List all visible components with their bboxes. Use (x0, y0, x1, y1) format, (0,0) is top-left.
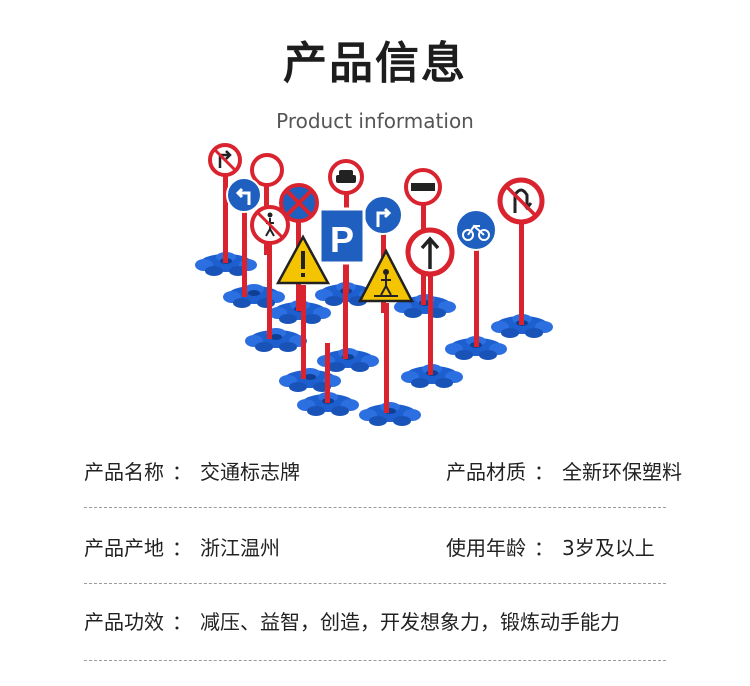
spec-colon: ： (534, 460, 554, 484)
spec-material: 产品材质 ： 全新环保塑料 (446, 458, 682, 486)
spec-colon: ： (172, 536, 192, 560)
spec-colon: ： (172, 610, 192, 634)
spec-label: 产品材质 (446, 460, 526, 484)
spec-value: 浙江温州 (200, 536, 280, 560)
spec-colon: ： (534, 536, 554, 560)
spec-function: 产品功效 ： 减压、益智，创造，开发想象力，锻炼动手能力 (84, 608, 620, 636)
spec-label: 产品产地 (84, 536, 164, 560)
spec-label: 使用年龄 (446, 536, 526, 560)
spec-row-3: 产品功效 ： 减压、益智，创造，开发想象力，锻炼动手能力 (84, 608, 704, 661)
dashed-divider (84, 583, 666, 584)
spec-value: 全新环保塑料 (562, 460, 682, 484)
product-image: P (195, 143, 553, 426)
sign-warning (275, 234, 341, 392)
spec-row-2: 产品产地 ： 浙江温州 使用年龄 ： 3岁及以上 (84, 534, 704, 584)
spec-colon: ： (172, 460, 192, 484)
spec-label: 产品功效 (84, 610, 164, 634)
svg-text:P: P (330, 219, 354, 260)
spec-label: 产品名称 (84, 460, 164, 484)
spec-row-1: 产品名称 ： 交通标志牌 产品材质 ： 全新环保塑料 (84, 458, 704, 508)
sign-pedestrian-crossing (357, 248, 421, 426)
dashed-divider (84, 660, 666, 661)
sign-parking: P (317, 207, 379, 372)
spec-origin: 产品产地 ： 浙江温州 (84, 534, 280, 562)
page-title: 产品信息 (283, 38, 467, 89)
sign-bicycle (445, 209, 507, 360)
sign-no-pedestrians (245, 205, 307, 352)
spec-age: 使用年龄 ： 3岁及以上 (446, 534, 655, 562)
dashed-divider (84, 507, 666, 508)
spec-value: 3岁及以上 (562, 536, 655, 560)
spec-value: 减压、益智，创造，开发想象力，锻炼动手能力 (200, 610, 620, 634)
spec-value: 交通标志牌 (200, 460, 300, 484)
spec-product-name: 产品名称 ： 交通标志牌 (84, 458, 300, 486)
sign-no-u-turn (491, 177, 553, 338)
sign-no-right-turn (195, 143, 257, 276)
sign-no-straight-left (401, 227, 463, 388)
page-subtitle: Product information (276, 109, 474, 133)
sign-front-left-base (297, 343, 359, 416)
sign-turn-left (223, 177, 285, 308)
